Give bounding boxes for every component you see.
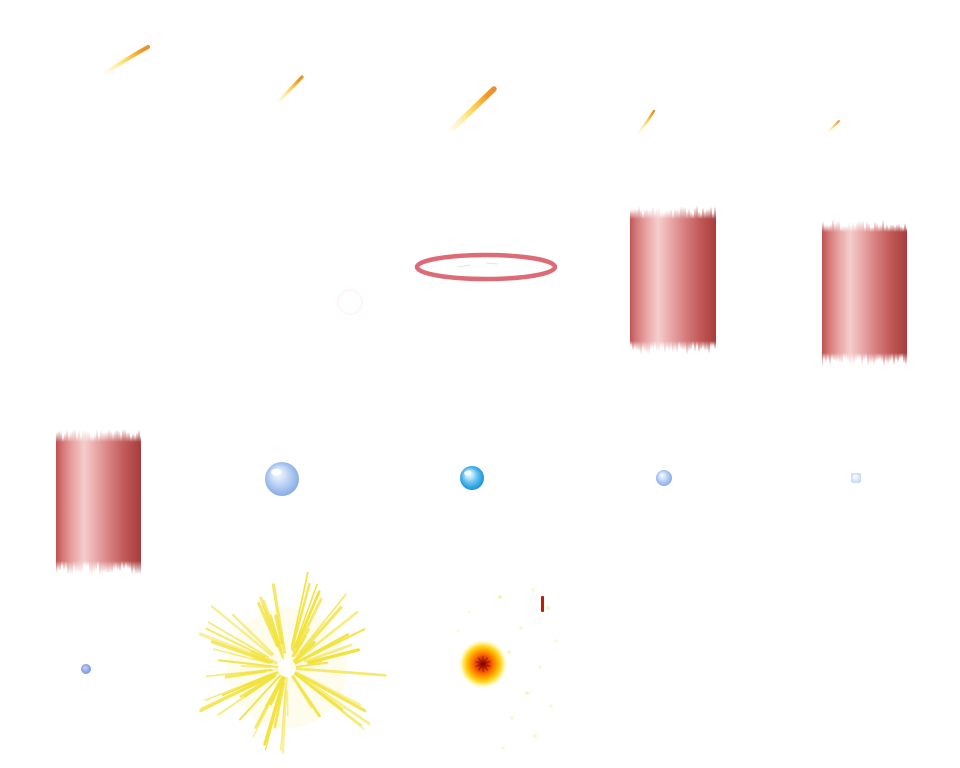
bubble-sprite (81, 664, 91, 674)
sparkle-dot (510, 716, 514, 720)
firecracker-tube-sprite (822, 218, 907, 367)
starburst-ray (262, 604, 285, 660)
ring-inner-mark (485, 262, 499, 265)
starburst-ray (299, 606, 343, 654)
bubble-sprite (460, 466, 484, 490)
sparkle-dot (467, 610, 471, 614)
starburst-ray (210, 605, 273, 657)
starburst-ray (272, 632, 280, 648)
starburst-ray (294, 590, 321, 649)
starburst-ray (217, 659, 283, 669)
comet-streak-sprite (100, 45, 150, 77)
starburst-ray (263, 672, 287, 746)
ring-inner-mark (457, 264, 471, 268)
comet-streak-sprite (444, 86, 497, 137)
firecracker-tube-sprite (629, 205, 717, 355)
starburst-ray (240, 675, 271, 692)
sparkle-dot (507, 650, 511, 654)
sparkle-dot (538, 665, 542, 669)
starburst-ray (273, 682, 286, 729)
starburst-ray (238, 674, 281, 721)
starburst-ray (254, 674, 284, 729)
comet-streak-sprite (826, 120, 840, 134)
starburst-ray (239, 675, 275, 698)
starburst-ray (224, 669, 267, 679)
firecracker-tube-sprite (56, 428, 141, 575)
starburst-ray (240, 664, 272, 669)
halo-ring-sprite (414, 252, 558, 282)
starburst-ray (281, 674, 288, 754)
bubble-highlight (270, 468, 282, 476)
starburst-ray (204, 671, 277, 702)
starburst-ray (280, 688, 287, 751)
glow-core-spike (475, 661, 491, 667)
red-spark-sprite (541, 596, 544, 612)
starburst-ray (212, 648, 270, 665)
starburst-ray (291, 675, 321, 718)
starburst-ray (252, 656, 268, 663)
starburst-ray (304, 643, 353, 663)
starburst-ray (205, 668, 272, 678)
bubble-sprite (656, 470, 672, 486)
starburst-ray (291, 661, 329, 669)
starburst-ray (308, 660, 323, 665)
sparkle-dot (501, 746, 505, 750)
starburst-ray (274, 614, 284, 645)
starburst-ray (295, 593, 347, 657)
starburst-ray (269, 614, 283, 651)
starburst-ray (290, 667, 387, 677)
starburst-sprite (199, 571, 387, 754)
comet-streak-sprite (274, 75, 304, 106)
starburst-ray (208, 621, 270, 658)
starburst-ray (293, 671, 367, 713)
starburst-ray (292, 628, 311, 657)
sparkle-dot (533, 734, 537, 738)
starburst-ray (290, 582, 311, 651)
sparkle-dot (519, 626, 523, 630)
starburst-ray (300, 674, 362, 707)
starburst-ray (288, 640, 316, 667)
sparkle-dot (554, 639, 558, 643)
starburst-ray (199, 632, 274, 664)
starburst-ray (250, 649, 278, 665)
starburst-core (278, 659, 296, 677)
bubble-highlight (464, 470, 472, 476)
sparkle-dot (525, 691, 529, 695)
bubble-sprite (851, 473, 861, 483)
starburst-ray (291, 633, 350, 667)
starburst-ray (232, 613, 275, 656)
sparkle-dot (549, 704, 553, 708)
faint-ring-sprite (337, 289, 363, 315)
comet-streak-sprite (635, 109, 656, 137)
sparkle-dot (456, 629, 460, 633)
bubble-sprite (265, 462, 299, 496)
sparkle-dot (494, 678, 498, 682)
starburst-ray (257, 601, 279, 648)
starburst-ray (302, 628, 366, 661)
starburst-ray (292, 583, 318, 653)
starburst-ray (307, 648, 361, 665)
sparkle-dot (531, 588, 535, 592)
sparkle-dot (498, 595, 502, 599)
sparkle-dot (546, 606, 550, 610)
starburst-ray (290, 670, 371, 726)
starburst-ray (290, 571, 309, 648)
starburst-ray (293, 610, 359, 663)
